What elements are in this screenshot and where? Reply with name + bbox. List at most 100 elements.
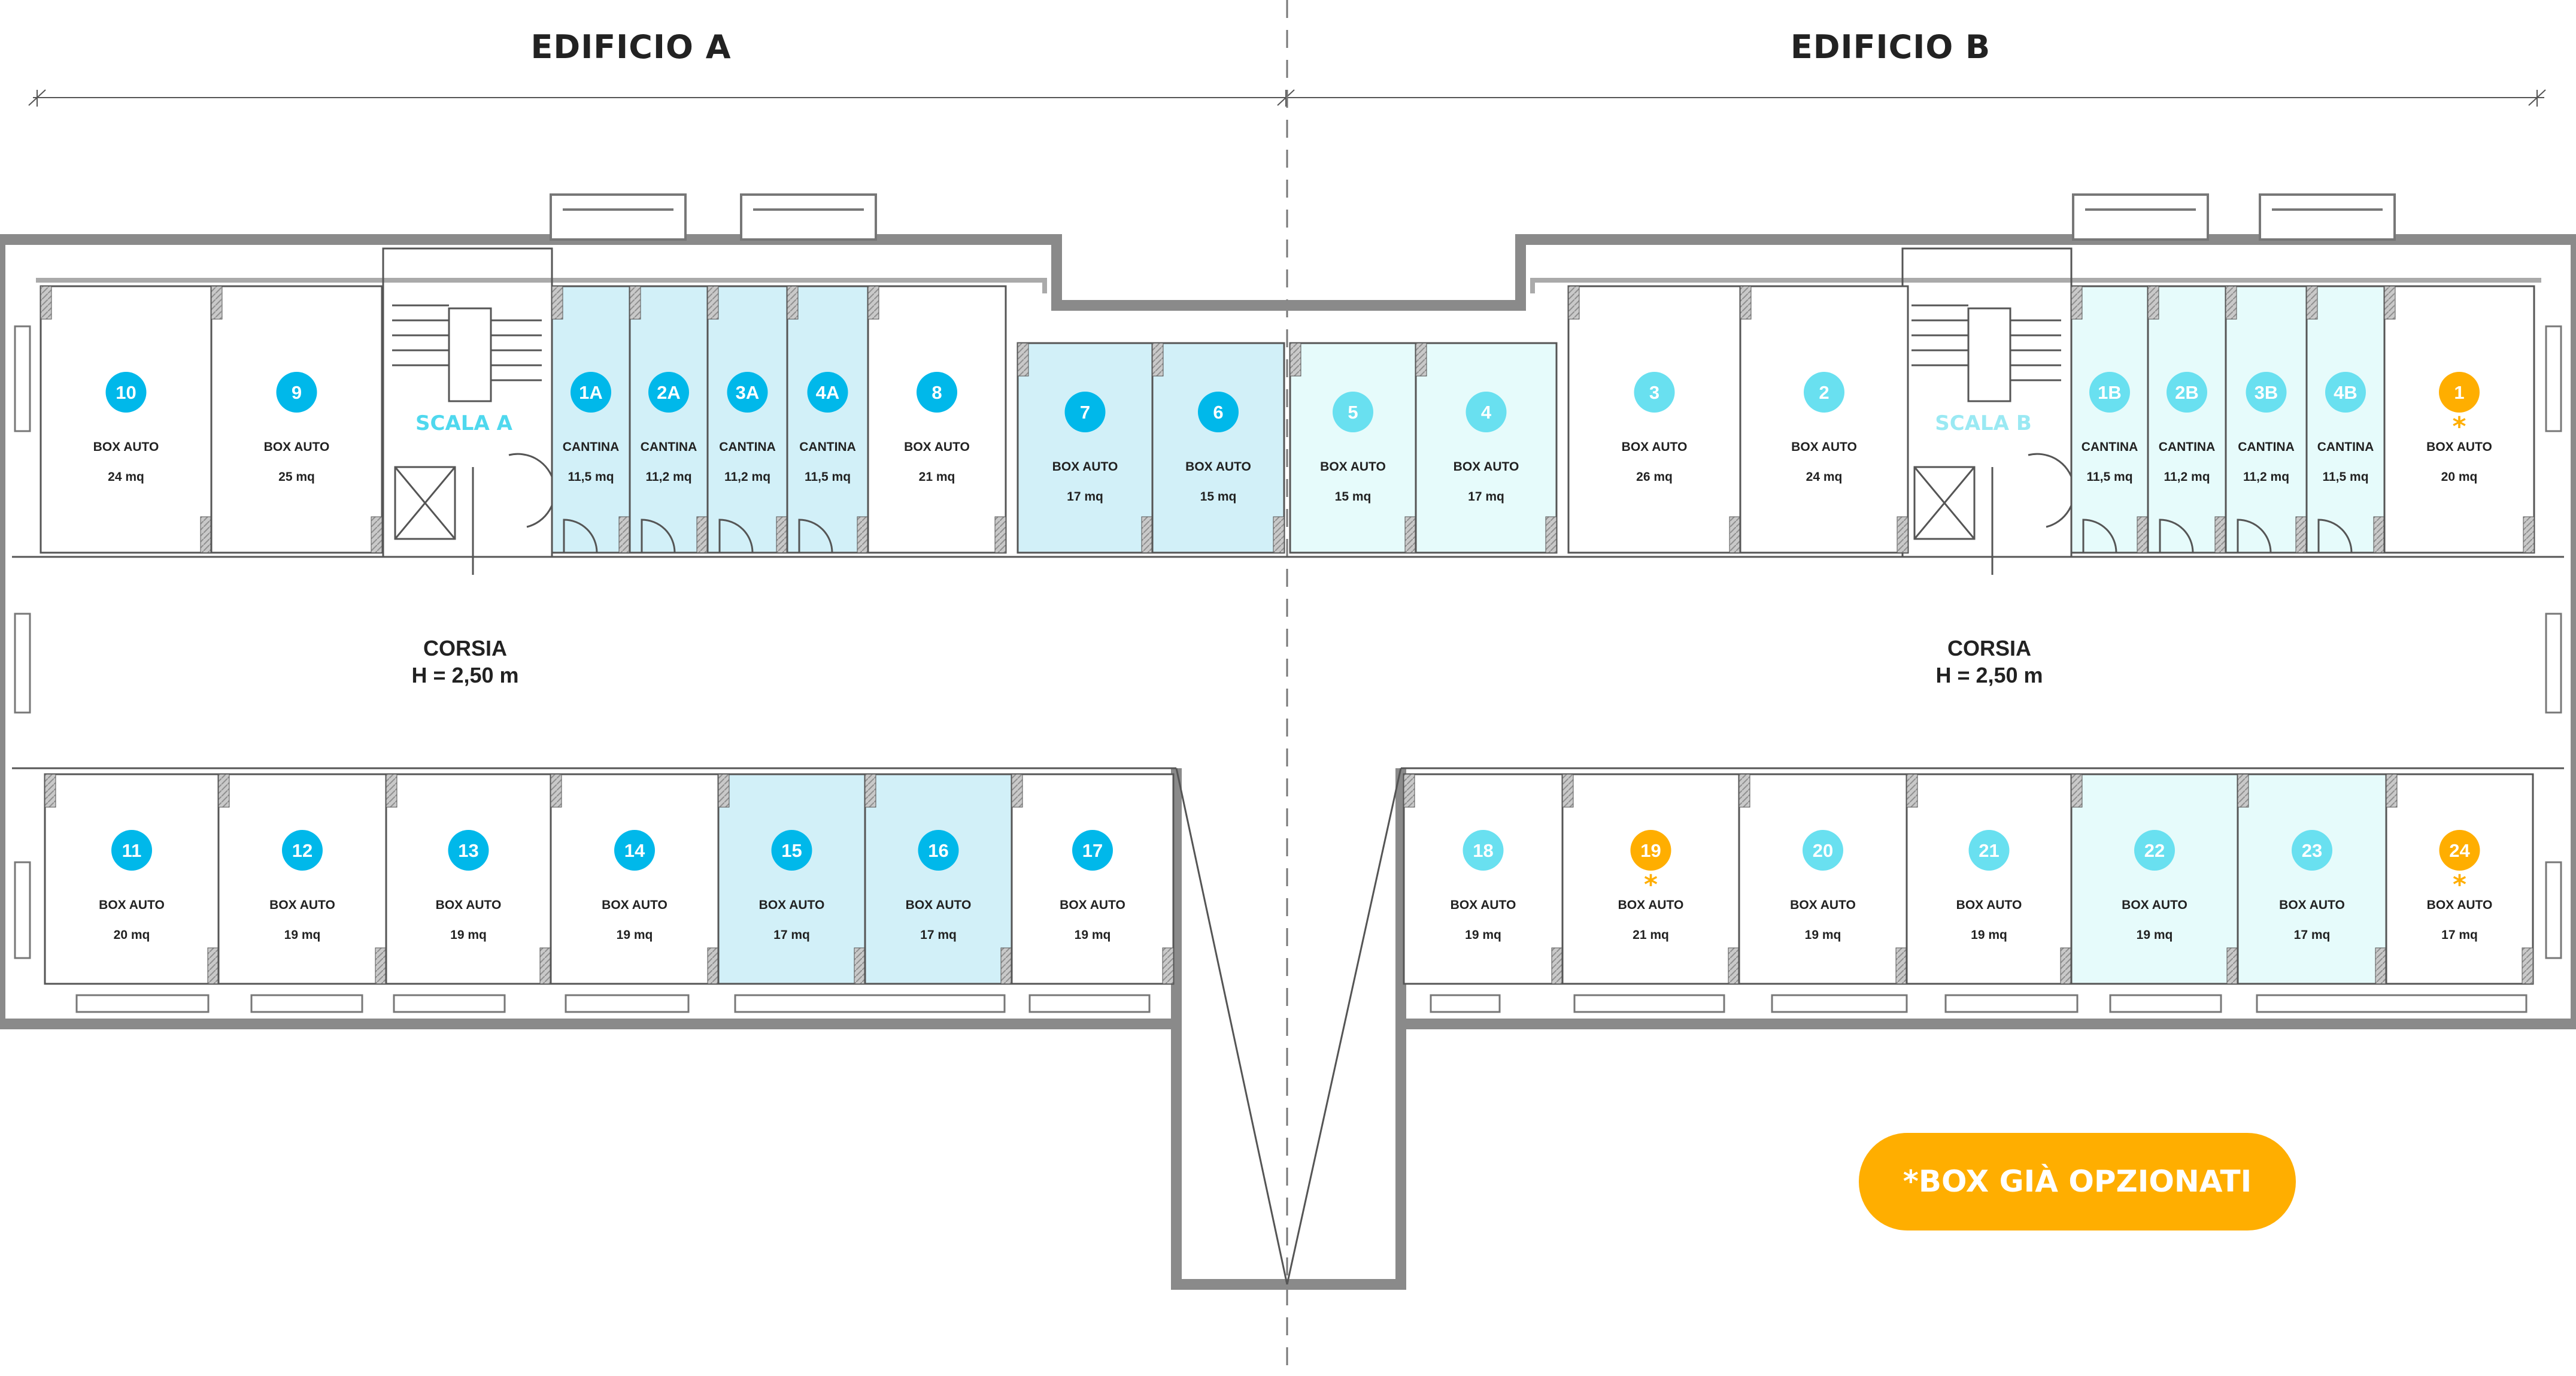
corridor-a-label: CORSIA bbox=[423, 636, 507, 660]
staircase-a-label: SCALA A bbox=[415, 411, 513, 435]
unit-number: 2B bbox=[2175, 382, 2199, 403]
unit-outline bbox=[2383, 285, 2535, 554]
unit-area: 17 mq bbox=[773, 928, 810, 942]
unit-outline bbox=[2305, 285, 2386, 554]
wall-post bbox=[707, 947, 719, 984]
unit-type: BOX AUTO bbox=[2426, 440, 2492, 454]
unit-number: 14 bbox=[624, 840, 645, 861]
unit-type: BOX AUTO bbox=[906, 898, 972, 912]
wall-post bbox=[864, 774, 876, 808]
unit-type: BOX AUTO bbox=[1791, 440, 1857, 454]
unit-number-badge bbox=[614, 830, 655, 871]
wall-post bbox=[2522, 947, 2533, 984]
wall-post bbox=[550, 774, 562, 808]
unit-number: 13 bbox=[458, 840, 478, 861]
door-swing bbox=[2237, 519, 2272, 553]
unit-area: 19 mq bbox=[617, 928, 653, 942]
unit-number-badge bbox=[571, 372, 611, 413]
wall-post bbox=[1162, 947, 1174, 984]
unit-number: 3B bbox=[2255, 382, 2278, 403]
unit-area: 21 mq bbox=[919, 470, 955, 484]
door-swing bbox=[2082, 519, 2117, 553]
wall-post bbox=[1403, 774, 1415, 808]
unit-type: CANTINA bbox=[2317, 440, 2374, 454]
unit-type: BOX AUTO bbox=[1618, 898, 1684, 912]
unit-type: BOX AUTO bbox=[93, 440, 159, 454]
unit-number-badge bbox=[648, 372, 689, 413]
unit-number-badge bbox=[2439, 830, 2480, 871]
unit-area: 15 mq bbox=[1335, 490, 1372, 504]
unit-area: 19 mq bbox=[1805, 928, 1841, 942]
wall-post bbox=[375, 947, 387, 984]
wall-post bbox=[2071, 774, 2083, 808]
unit-number: 24 bbox=[2449, 840, 2470, 861]
unit-number: 2 bbox=[1819, 382, 1829, 403]
unit-outline bbox=[1017, 342, 1154, 554]
wall-post bbox=[1568, 286, 1580, 320]
legend-optioned: *BOX GIÀ OPZIONATI bbox=[1859, 1133, 2296, 1230]
unit-area: 11,5 mq bbox=[2322, 470, 2368, 484]
wall-post bbox=[2071, 286, 2083, 320]
unit-area: 11,5 mq bbox=[2086, 470, 2132, 484]
unit-number-badge bbox=[1064, 392, 1106, 432]
wall-post bbox=[867, 286, 879, 320]
wall-post bbox=[2375, 947, 2387, 984]
unit-area: 11,2 mq bbox=[724, 470, 770, 484]
wall-post bbox=[2384, 286, 2396, 320]
corridor-b-label: CORSIA bbox=[1947, 636, 2031, 660]
unit-number-badge bbox=[1072, 830, 1113, 871]
wall-post bbox=[2523, 516, 2535, 553]
wall-post bbox=[857, 516, 869, 553]
unit-outline bbox=[1739, 285, 1909, 554]
unit-area: 24 mq bbox=[108, 470, 144, 484]
wall-post bbox=[44, 774, 56, 808]
header-edificio-a: EDIFICIO A bbox=[530, 28, 731, 66]
wall-post bbox=[1415, 343, 1427, 377]
unit-outline bbox=[1567, 285, 1741, 554]
unit-area: 20 mq bbox=[114, 928, 150, 942]
unit-type: BOX AUTO bbox=[1060, 898, 1125, 912]
unit-area: 19 mq bbox=[1465, 928, 1501, 942]
unit-number: 5 bbox=[1348, 402, 1358, 423]
unit-number-badge bbox=[105, 372, 147, 413]
staircase-b-label: SCALA B bbox=[1935, 411, 2031, 435]
unit-type: BOX AUTO bbox=[264, 440, 330, 454]
unit-area: 26 mq bbox=[1636, 470, 1673, 484]
unit-type: BOX AUTO bbox=[99, 898, 165, 912]
unit-area: 11,2 mq bbox=[2164, 470, 2210, 484]
wall-post bbox=[1152, 343, 1164, 377]
unit-outline bbox=[2070, 285, 2149, 554]
